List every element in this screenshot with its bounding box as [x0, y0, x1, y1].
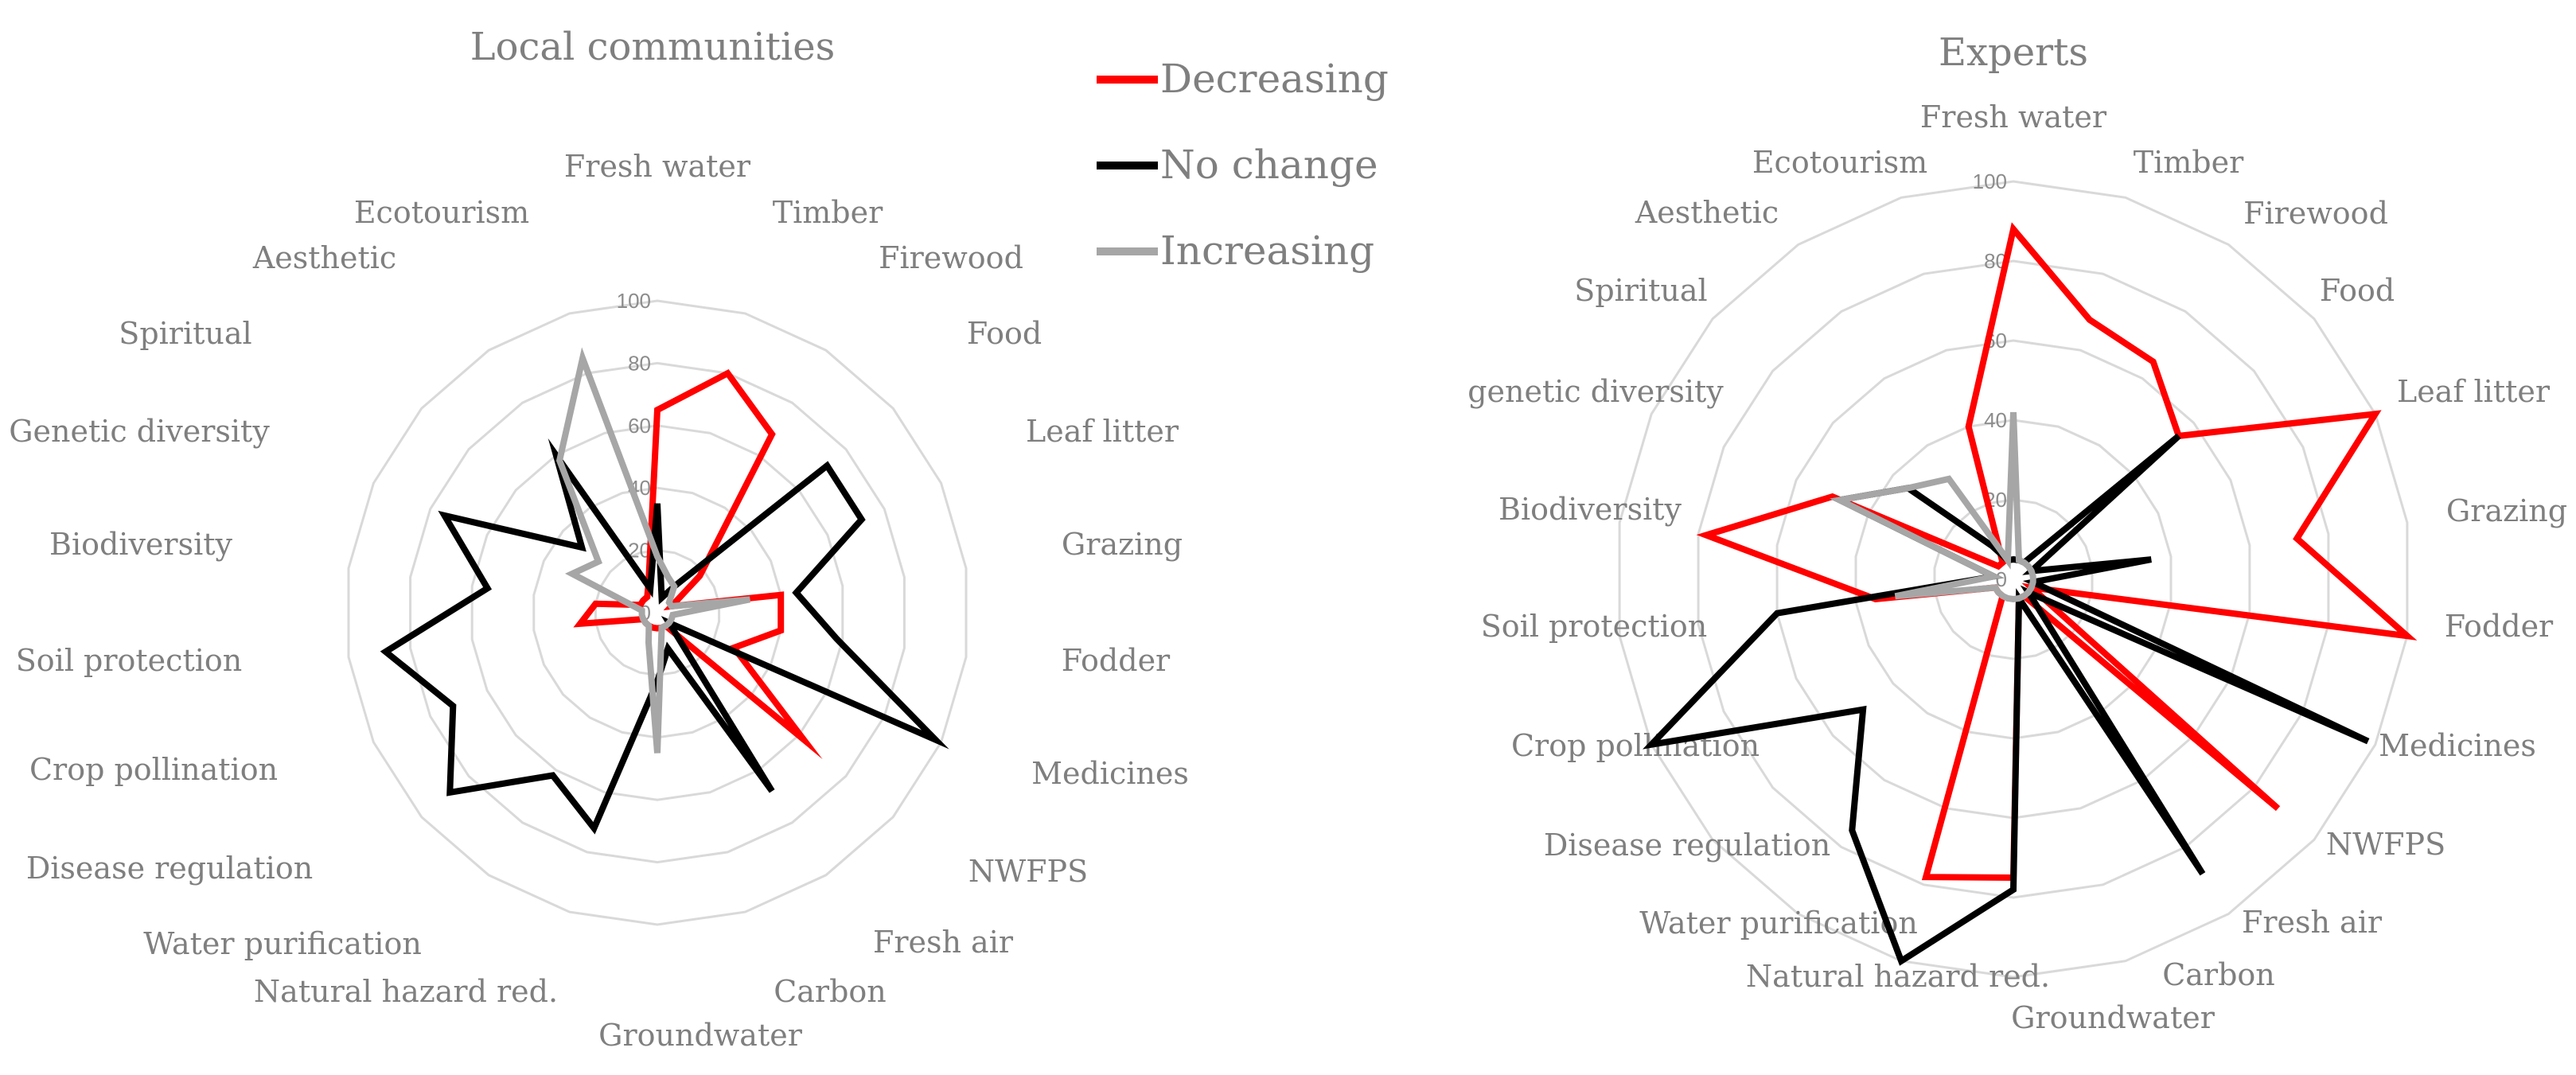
radial-tick-label: 80: [628, 351, 651, 375]
radial-tick-label: 100: [617, 289, 651, 313]
category-label-leaf-litter: Leaf litter: [1026, 414, 1179, 449]
series-line-increasing: [555, 347, 751, 754]
category-label-aesthetic: Aesthetic: [1635, 195, 1779, 230]
category-label-timber: Timber: [773, 195, 883, 230]
grid-ring: [409, 361, 906, 864]
legend-label-no-change: No change: [1160, 142, 1378, 188]
category-label-water-purification: Water purification: [143, 926, 422, 961]
radial-tick-label: 40: [1984, 408, 2007, 432]
category-label-medicines: Medicines: [1031, 756, 1189, 791]
category-label-ecotourism: Ecotourism: [1752, 145, 1927, 180]
category-label-natural-hazard-red: Natural hazard red.: [1746, 959, 2050, 994]
grid-ring: [347, 299, 968, 926]
category-label-fresh-air: Fresh air: [873, 925, 1014, 960]
category-label-fresh-water: Fresh water: [1920, 99, 2107, 134]
grid-ring: [1933, 498, 2094, 660]
category-label-leaf-litter: Leaf litter: [2397, 374, 2551, 409]
category-label-groundwater: Groundwater: [2011, 1000, 2216, 1035]
category-label-grazing: Grazing: [2446, 493, 2567, 528]
category-label-food: Food: [2320, 273, 2395, 308]
category-label-nwfps: NWFPS: [968, 854, 1088, 889]
category-label-fodder: Fodder: [1062, 643, 1171, 678]
series-line-increasing: [1829, 411, 2036, 603]
category-label-food: Food: [967, 316, 1042, 351]
legend-label-increasing: Increasing: [1160, 228, 1374, 274]
category-label-disease-regulation: Disease regulation: [1544, 828, 1830, 863]
grid-ring: [470, 424, 844, 801]
category-label-groundwater: Groundwater: [598, 1018, 803, 1053]
series-line-decreasing: [1696, 222, 2418, 882]
category-label-soil-protection: Soil protection: [1481, 609, 1707, 644]
category-label-biodiversity: Biodiversity: [49, 527, 232, 562]
category-label-medicines: Medicines: [2379, 728, 2536, 763]
grid-ring: [1618, 180, 2409, 979]
radial-tick-label: 100: [1973, 169, 2007, 193]
category-label-natural-hazard-red: Natural hazard red.: [254, 974, 558, 1009]
category-label-firewood: Firewood: [879, 240, 1023, 275]
radial-tick-label: 0: [1996, 567, 2007, 591]
category-label-biodiversity: Biodiversity: [1498, 492, 1682, 527]
radial-tick-label: 60: [628, 414, 651, 438]
category-label-disease-regulation: Disease regulation: [26, 851, 313, 886]
category-label-crop-pollination: Crop pollination: [29, 752, 278, 787]
category-label-aesthetic: Aesthetic: [252, 240, 396, 275]
legend-label-decreasing: Decreasing: [1160, 56, 1389, 102]
category-label-fodder: Fodder: [2445, 609, 2554, 644]
category-label-water-purification: Water purification: [1639, 906, 1918, 941]
radar-grid: [347, 299, 968, 926]
chart-title: Experts: [1939, 30, 2088, 75]
category-label-soil-protection: Soil protection: [16, 643, 242, 678]
category-label-timber: Timber: [2134, 145, 2244, 180]
category-label-nwfps: NWFPS: [2326, 827, 2445, 862]
series-line-decreasing: [573, 368, 823, 760]
category-label-carbon: Carbon: [774, 974, 887, 1009]
category-label-genetic-diversity: genetic diversity: [1467, 374, 1724, 409]
chart-title: Local communities: [470, 25, 836, 69]
category-label-fresh-water: Fresh water: [564, 149, 751, 184]
category-label-carbon: Carbon: [2162, 957, 2275, 992]
category-label-spiritual: Spiritual: [119, 316, 251, 351]
category-label-grazing: Grazing: [1062, 527, 1183, 562]
category-label-spiritual: Spiritual: [1574, 273, 1707, 308]
category-label-firewood: Firewood: [2243, 196, 2388, 231]
category-label-ecotourism: Ecotourism: [354, 195, 529, 230]
category-label-genetic-diversity: Genetic diversity: [9, 414, 270, 449]
category-label-fresh-air: Fresh air: [2242, 905, 2383, 940]
